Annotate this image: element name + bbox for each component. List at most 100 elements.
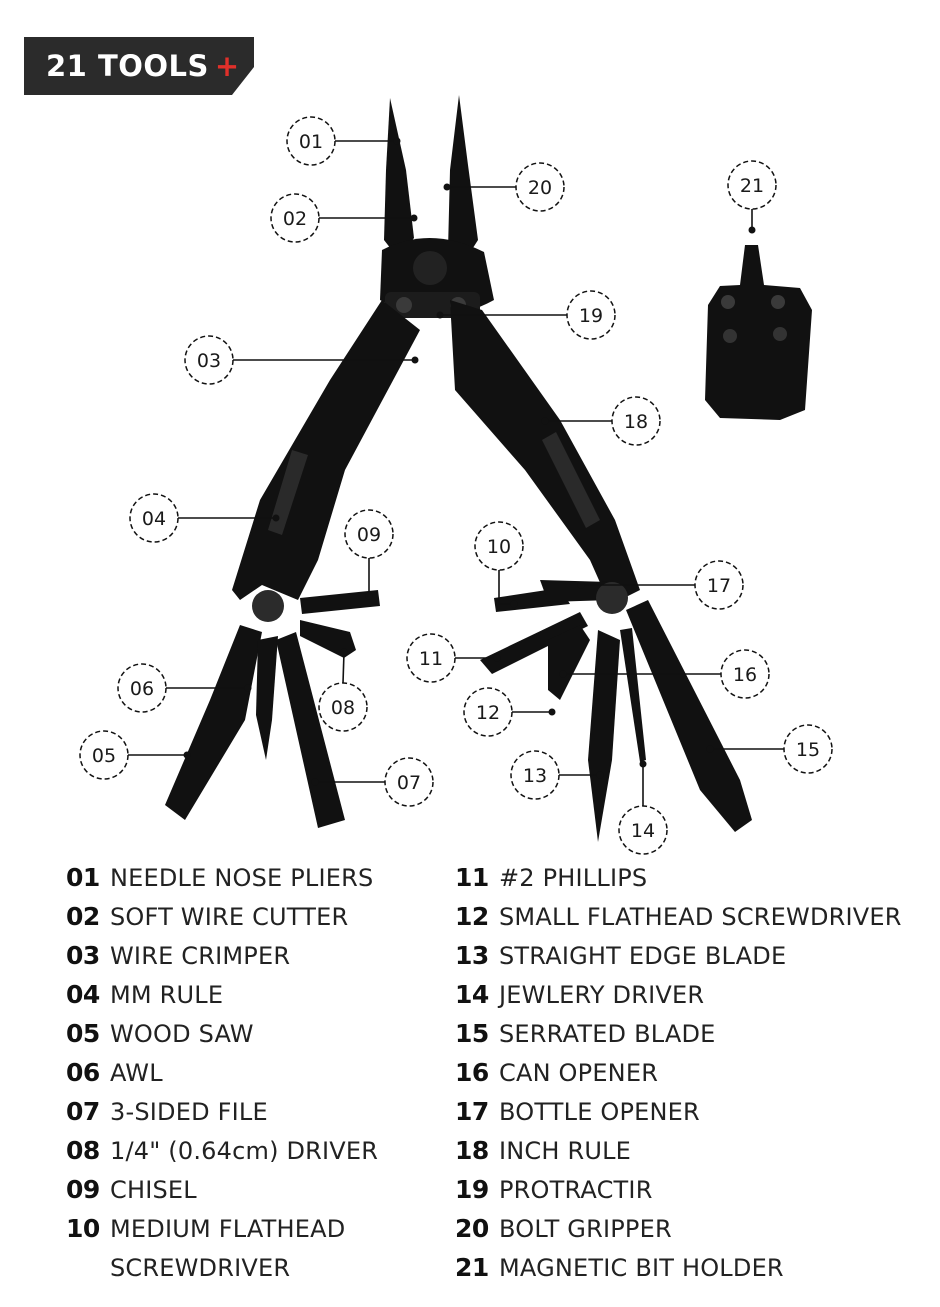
callout-anchor-dot: [410, 214, 418, 222]
legend-number: 08: [66, 1136, 100, 1165]
callout-anchor-dot: [548, 708, 556, 716]
callout-13: 13: [510, 750, 604, 800]
callout-leader-line: [498, 570, 514, 605]
callout-circle: [129, 493, 179, 543]
callout-anchor-dot: [639, 760, 647, 768]
serrated-blade: [626, 600, 752, 832]
callout-06: 06: [117, 663, 252, 713]
callout-circle: [515, 162, 565, 212]
legend-label: CHISEL: [110, 1176, 197, 1204]
jewelry-driver: [620, 628, 646, 762]
callout-anchor-dot: [559, 670, 567, 678]
legend-number: 11: [455, 863, 489, 892]
callout-17: 17: [577, 560, 744, 610]
legend-label: MM RULE: [110, 981, 224, 1009]
tools-count-badge: 21 TOOLS+: [24, 37, 254, 95]
plier-jaw-right: [448, 95, 478, 262]
callout-number: 20: [528, 177, 552, 199]
callout-number: 10: [487, 536, 511, 558]
callout-number: 08: [331, 697, 355, 719]
three-sided-file: [276, 632, 345, 828]
legend-label: #2 PHILLIPS: [499, 864, 648, 892]
awl: [256, 636, 278, 760]
multitool-diagram: 0102030405060708091011121314151617181920…: [79, 95, 833, 855]
legend-label: WIRE CRIMPER: [110, 942, 291, 970]
callout-20: 20: [443, 162, 565, 212]
callout-12: 12: [463, 687, 556, 737]
callout-number: 16: [733, 664, 757, 686]
callout-leader-line: [342, 651, 345, 684]
callout-number: 17: [707, 575, 731, 597]
legend-number: 05: [66, 1019, 100, 1048]
callout-circle: [384, 757, 434, 807]
callout-14: 14: [618, 760, 668, 855]
right-handle: [450, 300, 640, 605]
legend-label: SERRATED BLADE: [499, 1020, 716, 1048]
legend-number: 02: [66, 902, 100, 931]
legend-item: 19 PROTRACTIR: [455, 1174, 902, 1213]
callout-anchor-dot: [311, 778, 319, 786]
legend-item: 02 SOFT WIRE CUTTER: [66, 901, 410, 940]
legend-label: PROTRACTIR: [499, 1176, 653, 1204]
callout-anchor-dot: [541, 417, 549, 425]
callout-16: 16: [559, 649, 770, 699]
callout-anchor-dot: [411, 356, 419, 364]
legend-label: CAN OPENER: [499, 1059, 659, 1087]
legend-label: STRAIGHT EDGE BLADE: [499, 942, 787, 970]
straight-edge-blade: [588, 630, 620, 842]
callout-02: 02: [270, 193, 418, 243]
callout-10: 10: [474, 521, 524, 608]
badge-plus: +: [214, 49, 240, 83]
can-opener-tool: [548, 625, 590, 700]
legend-item: 03 WIRE CRIMPER: [66, 940, 410, 979]
legend-number: 03: [66, 941, 100, 970]
callout-01: 01: [286, 116, 401, 166]
legend-number: 19: [455, 1175, 489, 1204]
callout-circle: [694, 560, 744, 610]
callout-circle: [318, 682, 368, 732]
callout-anchor-dot: [436, 311, 444, 319]
callout-anchor-dot: [748, 226, 756, 234]
callout-09: 09: [344, 509, 394, 600]
callout-15: 15: [706, 724, 833, 774]
legend-number: 14: [455, 980, 489, 1009]
wood-saw: [165, 625, 262, 820]
callout-number: 02: [283, 208, 307, 230]
callout-04: 04: [129, 493, 280, 543]
legend-item: 15 SERRATED BLADE: [455, 1018, 902, 1057]
callout-number: 19: [579, 305, 603, 327]
callout-anchor-dot: [340, 648, 348, 656]
legend-label: SOFT WIRE CUTTER: [110, 903, 349, 931]
legend-number: 16: [455, 1058, 489, 1087]
legend-label: MAGNETIC BIT HOLDER: [499, 1254, 784, 1282]
callout-circle: [270, 193, 320, 243]
callout-circle: [510, 750, 560, 800]
callout-number: 21: [740, 175, 764, 197]
callout-number: 07: [397, 772, 421, 794]
quarter-inch-driver: [300, 620, 356, 658]
plier-jaw-left: [384, 98, 414, 258]
callout-18: 18: [541, 396, 661, 446]
callout-anchor-dot: [510, 600, 518, 608]
callout-number: 15: [796, 739, 820, 761]
legend-number: 09: [66, 1175, 100, 1204]
legend-item: 16 CAN OPENER: [455, 1057, 902, 1096]
callout-number: 11: [419, 648, 443, 670]
callout-circle: [184, 335, 234, 385]
callout-anchor-dot: [706, 745, 714, 753]
legend-number: 15: [455, 1019, 489, 1048]
callout-anchor-dot: [443, 183, 451, 191]
legend-number: 01: [66, 863, 100, 892]
